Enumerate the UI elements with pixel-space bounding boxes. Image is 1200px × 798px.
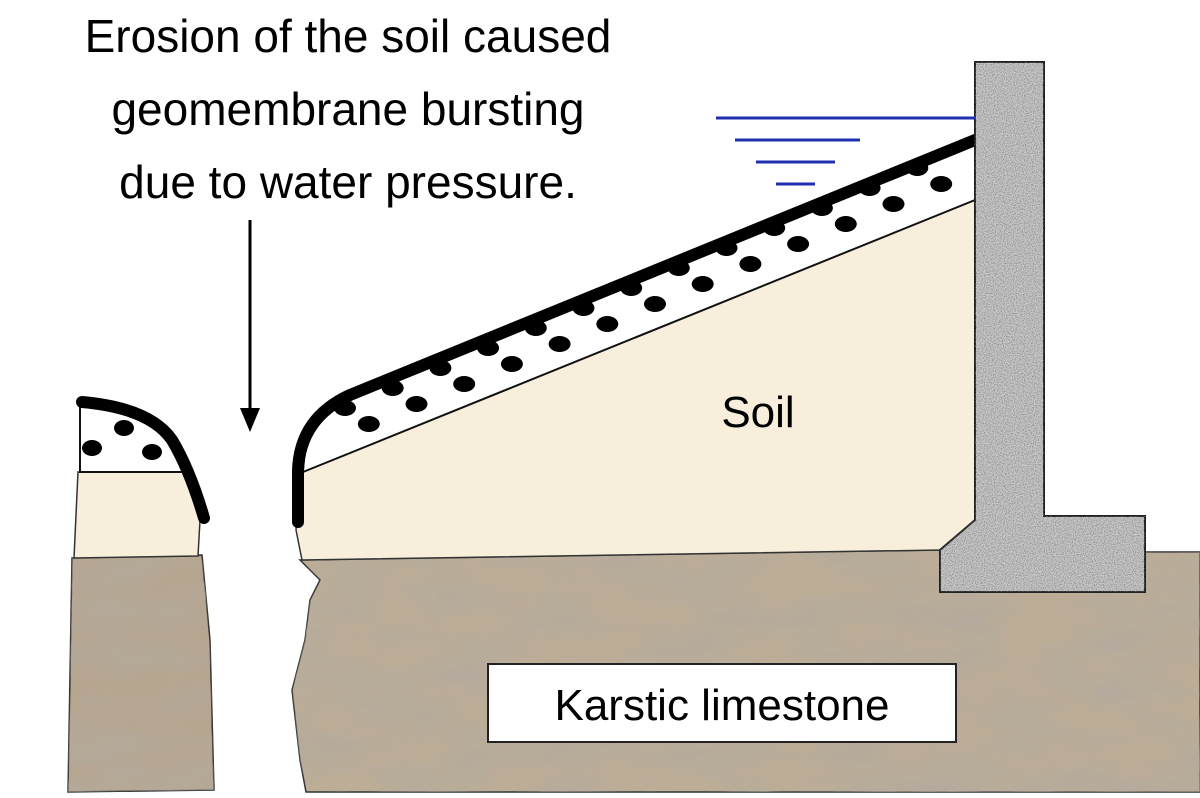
gravel-dot	[548, 336, 571, 352]
caption-line-2: geomembrane bursting	[111, 83, 584, 135]
soil-label: Soil	[721, 388, 794, 437]
limestone-label-box: Karstic limestone	[487, 663, 957, 743]
gravel-dot	[739, 256, 762, 272]
left-soil-block	[73, 471, 201, 559]
caption-line-3: due to water pressure.	[119, 156, 577, 208]
water-level-symbol	[716, 116, 975, 186]
limestone-label: Karstic limestone	[554, 681, 889, 730]
gravel-dot	[405, 396, 428, 412]
gravel-dot	[453, 376, 476, 392]
gravel-dot	[787, 236, 810, 252]
gravel-dot	[930, 176, 953, 192]
gravel-dot	[644, 296, 666, 312]
geomembrane-left-burst	[76, 396, 210, 524]
gravel-dot	[596, 316, 619, 332]
caption-line-1: Erosion of the soil caused	[85, 10, 612, 62]
gravel-dot	[882, 196, 905, 212]
geomembrane-main	[292, 134, 981, 528]
gravel-dot	[834, 216, 857, 232]
left-limestone-block	[67, 554, 215, 793]
concrete-wall	[939, 61, 1146, 593]
gravel-dot	[500, 356, 523, 372]
gravel-dot	[357, 416, 380, 432]
erosion-arrow	[240, 220, 260, 432]
gravel-dot	[691, 276, 714, 292]
caption: Erosion of the soil caused geomembrane b…	[85, 10, 612, 208]
